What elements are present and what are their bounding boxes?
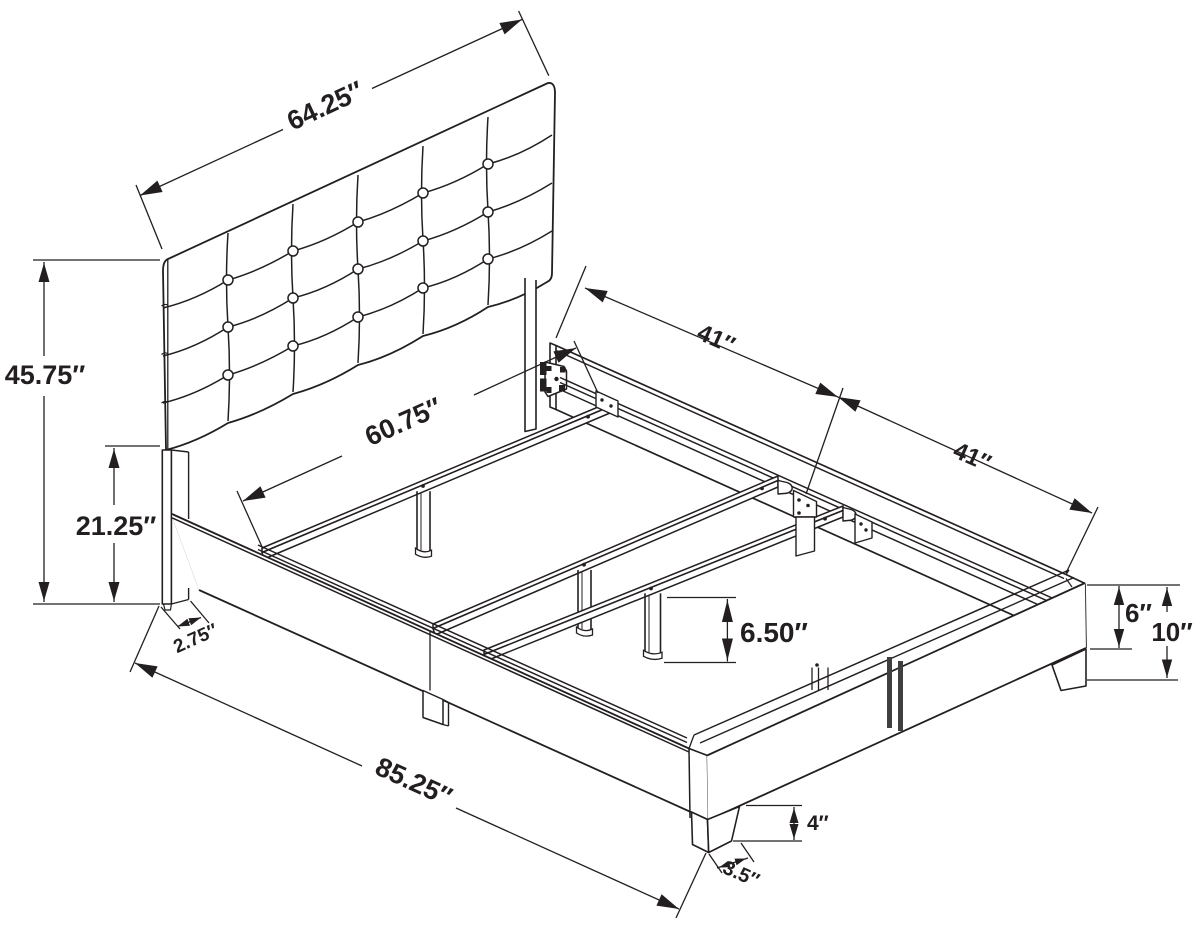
svg-text:6.50″: 6.50″ <box>740 617 808 648</box>
svg-text:45.75″: 45.75″ <box>5 360 86 390</box>
svg-text:10″: 10″ <box>1151 617 1192 647</box>
svg-text:21.25″: 21.25″ <box>76 511 157 541</box>
svg-text:6″: 6″ <box>1125 598 1152 628</box>
svg-text:4″: 4″ <box>807 812 829 835</box>
